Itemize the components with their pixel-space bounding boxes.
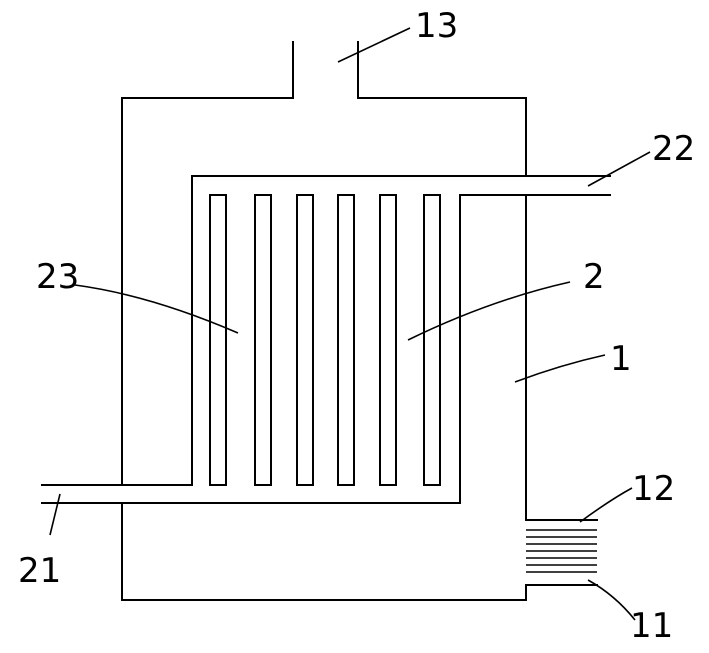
fin-3 bbox=[296, 194, 314, 486]
leader-lines bbox=[49, 27, 651, 621]
label-mesh: 12 bbox=[632, 469, 675, 509]
heat-exchanger-outline bbox=[41, 175, 611, 504]
label-inlet-pipe: 21 bbox=[18, 551, 61, 591]
fin-6 bbox=[423, 194, 441, 486]
label-vessel: 1 bbox=[610, 339, 632, 379]
label-fins: 23 bbox=[36, 257, 79, 297]
leader-11 bbox=[587, 579, 636, 621]
fin-2 bbox=[254, 194, 272, 486]
leader-12 bbox=[579, 487, 633, 523]
vessel-outline bbox=[121, 41, 527, 601]
leader-21 bbox=[49, 493, 61, 536]
leader-2 bbox=[407, 281, 571, 341]
leader-22 bbox=[587, 151, 651, 187]
leader-23 bbox=[74, 284, 239, 334]
label-outlet-pipe: 22 bbox=[652, 129, 695, 169]
fin-array bbox=[209, 194, 441, 486]
label-bottom-port: 11 bbox=[630, 606, 673, 646]
port-mesh bbox=[525, 519, 598, 586]
label-top-port: 13 bbox=[415, 6, 458, 46]
label-heat-exchanger: 2 bbox=[583, 257, 605, 297]
fin-4 bbox=[337, 194, 355, 486]
leader-13 bbox=[337, 27, 411, 63]
leader-1 bbox=[514, 354, 606, 383]
fin-1 bbox=[209, 194, 227, 486]
fin-5 bbox=[379, 194, 397, 486]
